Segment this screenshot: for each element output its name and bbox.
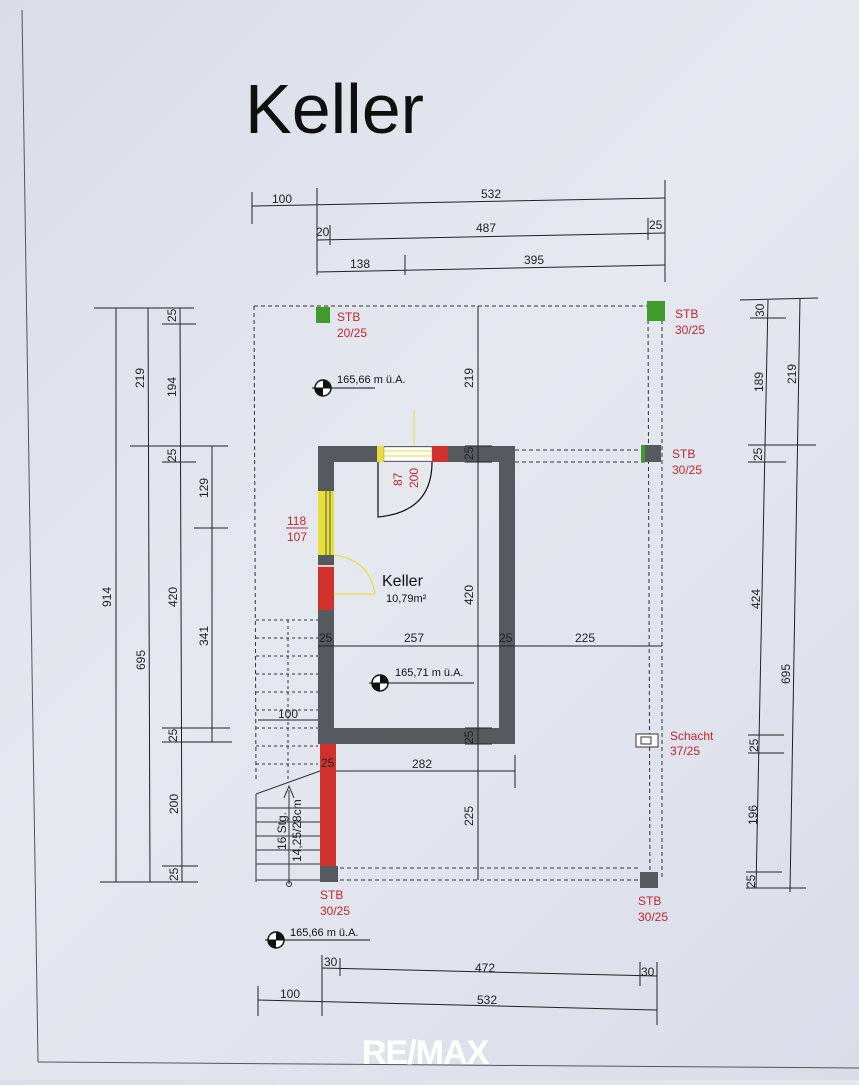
dim-right-b: 189 bbox=[752, 372, 766, 392]
dim-top-total: 532 bbox=[481, 187, 501, 201]
shaft-label: Schacht bbox=[670, 729, 714, 743]
door-frame-red bbox=[432, 446, 448, 462]
dim-top-inner: 487 bbox=[476, 221, 496, 235]
room-area: 10,79m² bbox=[386, 593, 427, 605]
column-top-right bbox=[647, 301, 665, 321]
dim-right-g: 25 bbox=[744, 874, 758, 888]
level-marker-center bbox=[369, 674, 474, 692]
column-top-right-type: STB bbox=[675, 307, 698, 321]
shaft-symbol bbox=[635, 733, 659, 748]
dim-top-s2: 395 bbox=[524, 253, 544, 267]
stairs-dim: 14,25/28cm bbox=[290, 799, 304, 862]
door-dim-height: 200 bbox=[407, 468, 421, 488]
dim-left-c6: 200 bbox=[167, 794, 181, 814]
dim-left-c3: 25 bbox=[165, 448, 179, 462]
column-mid-right-type: STB bbox=[672, 447, 695, 461]
dim-bottom-a: 30 bbox=[324, 955, 338, 969]
remax-logo: RE/MAX bbox=[362, 1034, 490, 1072]
paper-edge-bottom bbox=[37, 1061, 859, 1069]
dim-right-t1: 219 bbox=[785, 364, 799, 384]
dim-right-a: 30 bbox=[753, 303, 767, 317]
level-marker-bottom bbox=[265, 931, 370, 949]
dim-left-d2: 341 bbox=[197, 626, 211, 646]
dim-bottom-b: 30 bbox=[641, 965, 655, 979]
dashed-outline bbox=[253, 305, 665, 881]
bottom-dimension-lines bbox=[257, 955, 658, 1025]
shaft-size: 37/25 bbox=[670, 744, 700, 758]
dim-bottom-inner: 472 bbox=[475, 961, 495, 975]
dim-wall-l: 25 bbox=[319, 631, 333, 645]
dim-right-e: 25 bbox=[747, 738, 761, 752]
dim-lower-wall: 25 bbox=[321, 756, 335, 770]
window-dim-height: 107 bbox=[287, 530, 307, 544]
dim-left-c4: 420 bbox=[166, 587, 180, 607]
dim-room-width: 257 bbox=[404, 631, 424, 645]
dim-left-c5: 25 bbox=[166, 728, 180, 742]
column-mid-right bbox=[641, 445, 661, 462]
column-bottom-left-size: 30/25 bbox=[320, 904, 350, 918]
dim-stair-width: 100 bbox=[278, 707, 298, 721]
level-top: 165,66 m ü.A. bbox=[337, 374, 406, 386]
dim-bottom-total: 532 bbox=[477, 993, 497, 1007]
lower-wall-red bbox=[320, 744, 336, 866]
column-top-left-size: 20/25 bbox=[337, 326, 367, 340]
dim-left-b: 695 bbox=[134, 650, 148, 670]
dim-inner-lower: 225 bbox=[462, 806, 476, 826]
door-opening bbox=[383, 446, 433, 462]
dim-inner-room: 420 bbox=[462, 585, 476, 605]
stair-dashed bbox=[256, 619, 318, 782]
door-frame-left bbox=[377, 446, 384, 462]
column-top-right-size: 30/25 bbox=[675, 323, 705, 337]
dim-top-s1: 138 bbox=[350, 257, 370, 271]
column-bottom-right-size: 30/25 bbox=[638, 910, 668, 924]
dim-inner-w1: 25 bbox=[462, 446, 476, 460]
dim-right-f: 196 bbox=[746, 805, 760, 825]
column-top-left-type: STB bbox=[337, 310, 360, 324]
page-title: Keller bbox=[245, 70, 424, 148]
dim-left-total: 914 bbox=[100, 587, 114, 607]
column-bottom-left-type: STB bbox=[320, 888, 343, 902]
dim-bottom-left-offset: 100 bbox=[280, 987, 300, 1001]
top-dimension-lines bbox=[251, 180, 666, 282]
dim-inner-w2: 25 bbox=[462, 730, 476, 744]
dim-wall-r: 25 bbox=[499, 631, 513, 645]
dim-left-c2: 194 bbox=[165, 377, 179, 397]
dim-right-d: 424 bbox=[749, 589, 763, 609]
dim-inner-upper: 219 bbox=[462, 368, 476, 388]
paper-edge-left bbox=[21, 9, 39, 1063]
dim-right-c: 25 bbox=[751, 447, 765, 461]
column-bottom-right-type: STB bbox=[638, 894, 661, 908]
dim-top-b: 25 bbox=[649, 218, 663, 232]
column-mid-right-size: 30/25 bbox=[672, 463, 702, 477]
stair-solid bbox=[255, 770, 321, 887]
level-marker-top bbox=[312, 379, 375, 397]
level-center: 165,71 m ü.A. bbox=[395, 667, 464, 679]
dim-left-c1: 25 bbox=[165, 308, 179, 322]
dim-top-a: 20 bbox=[316, 225, 330, 239]
right-dimension-lines bbox=[739, 297, 819, 893]
level-bottom: 165,66 m ü.A. bbox=[290, 927, 359, 939]
dim-right-gap: 225 bbox=[575, 631, 595, 645]
left-dimension-lines bbox=[94, 307, 232, 883]
window-swing bbox=[333, 554, 376, 595]
column-top-left bbox=[316, 307, 330, 323]
wall-segment-red-left bbox=[318, 566, 334, 610]
dim-top-left-offset: 100 bbox=[272, 192, 292, 206]
column-bottom-left bbox=[320, 866, 338, 882]
room-name: Keller bbox=[382, 573, 424, 590]
internal-dimension-lines bbox=[258, 306, 662, 880]
door-dim-width: 87 bbox=[391, 472, 405, 486]
dim-left-d1: 129 bbox=[197, 478, 211, 498]
dim-lower-width: 282 bbox=[412, 757, 432, 771]
dim-left-a: 219 bbox=[133, 368, 147, 388]
window-dim-width: 118 bbox=[287, 514, 306, 528]
stairs-count: 16 Stg. bbox=[275, 812, 289, 850]
dim-right-t2: 695 bbox=[779, 664, 793, 684]
column-bottom-right bbox=[640, 872, 658, 888]
dim-left-c7: 25 bbox=[167, 867, 181, 881]
door-swing bbox=[377, 461, 433, 518]
